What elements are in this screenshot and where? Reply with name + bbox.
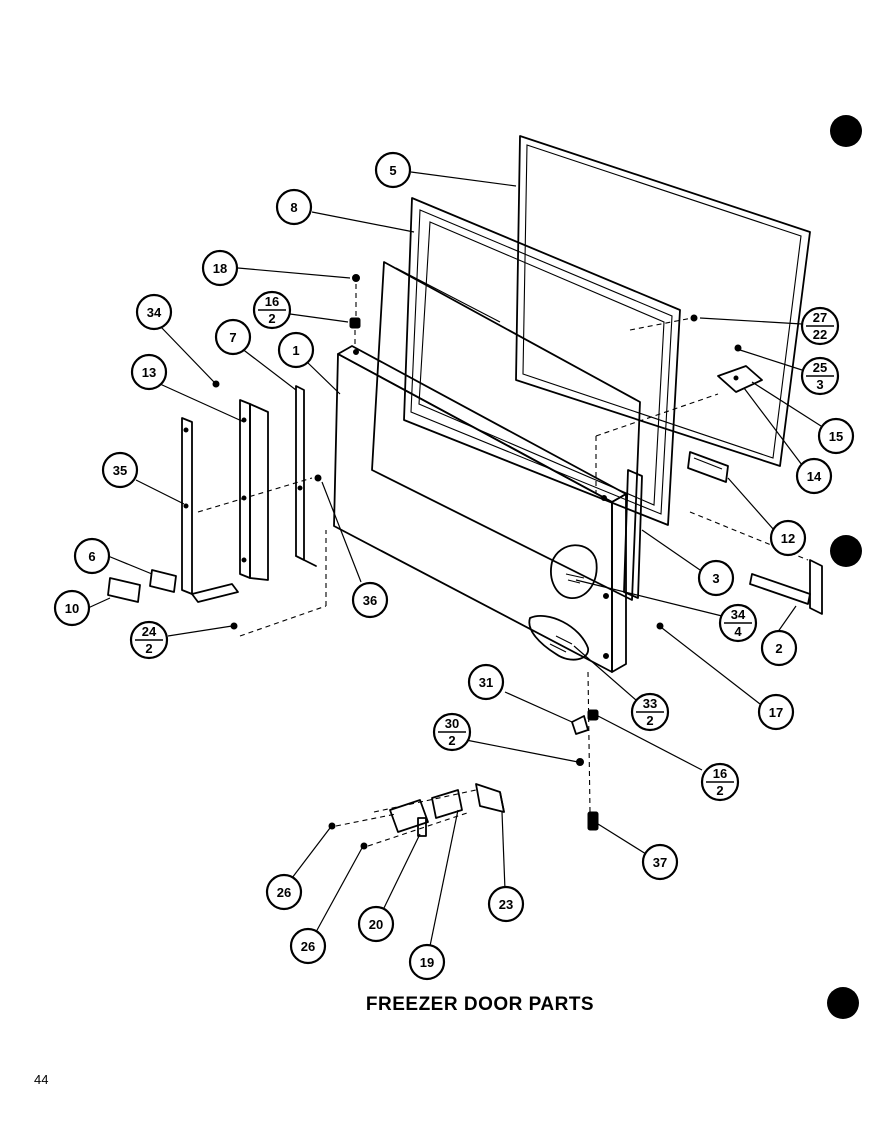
callout-34-4: 34 4 [718, 603, 758, 643]
callout-25-3: 25 3 [800, 356, 840, 396]
callout-23: 23 [487, 885, 525, 923]
callout-34-4-label: 34 [731, 607, 746, 622]
callout-24-2-qty: 2 [145, 641, 152, 656]
callout-33-2: 33 2 [630, 692, 670, 732]
binder-hole-middle [830, 535, 862, 567]
callout-30-2: 30 2 [432, 712, 472, 752]
callout-26-lower: 26 [289, 927, 327, 965]
callout-33-2-qty: 2 [646, 713, 653, 728]
callout-13-label: 13 [142, 365, 156, 380]
part-13-bracket [239, 399, 269, 581]
callout-16-2-lower-label: 16 [713, 766, 727, 781]
part-6-plate [149, 569, 177, 593]
callout-6-label: 6 [88, 549, 95, 564]
callout-35-label: 35 [113, 463, 127, 478]
callout-13: 13 [130, 353, 168, 391]
callout-12-label: 12 [781, 531, 795, 546]
callout-3-label: 3 [712, 571, 719, 586]
page-number: 44 [34, 1072, 49, 1087]
callout-7: 7 [214, 318, 252, 356]
part-2-hinge [749, 559, 823, 615]
part-34-clip [550, 544, 598, 599]
callout-26-left: 26 [265, 873, 303, 911]
callout-31-label: 31 [479, 675, 493, 690]
callout-25-3-qty: 3 [816, 377, 823, 392]
callout-34-4-qty: 4 [734, 624, 742, 639]
callout-33-2-label: 33 [643, 696, 657, 711]
callout-36-label: 36 [363, 593, 377, 608]
callout-16-2-lower-qty: 2 [716, 783, 723, 798]
callout-30-2-qty: 2 [448, 733, 455, 748]
binder-hole-top [830, 115, 862, 147]
part-5-panel [515, 135, 811, 467]
callout-3: 3 [697, 559, 735, 597]
callout-15: 15 [817, 417, 855, 455]
part-20-hinge-pin [389, 799, 429, 837]
callout-10-label: 10 [65, 601, 79, 616]
callout-1-label: 1 [292, 343, 299, 358]
callout-2-label: 2 [775, 641, 782, 656]
callout-24-2-label: 24 [142, 624, 157, 639]
callout-26-left-label: 26 [277, 885, 291, 900]
callout-5-label: 5 [389, 163, 396, 178]
hardware [212, 274, 742, 850]
part-8-gasket [403, 197, 681, 526]
part-12-rail [687, 451, 729, 483]
callout-17-label: 17 [769, 705, 783, 720]
part-23-bracket [475, 783, 505, 813]
callout-31: 31 [467, 663, 505, 701]
callout-12: 12 [769, 519, 807, 557]
callout-20: 20 [357, 905, 395, 943]
callout-2: 2 [760, 629, 798, 667]
callout-16-2-upper-label: 16 [265, 294, 279, 309]
callout-35: 35 [101, 451, 139, 489]
callout-8: 8 [275, 188, 313, 226]
callout-17: 17 [757, 693, 795, 731]
callout-36: 36 [351, 581, 389, 619]
leader-lines [87, 171, 822, 947]
callout-34-upper: 34 [135, 293, 173, 331]
callout-20-label: 20 [369, 917, 383, 932]
part-7-hinge-bar [295, 385, 317, 567]
callout-16-2-lower: 16 2 [700, 762, 740, 802]
diagram-title: FREEZER DOOR PARTS [365, 994, 595, 1015]
part-10-plate [107, 577, 141, 603]
callout-10: 10 [53, 589, 91, 627]
callout-15-label: 15 [829, 429, 843, 444]
callout-5: 5 [374, 151, 412, 189]
part-19-spacer [431, 789, 463, 819]
callout-16-2-upper-qty: 2 [268, 311, 275, 326]
callout-27-22: 27 22 [800, 306, 840, 346]
callout-27-22-label: 27 [813, 310, 827, 325]
part-35-bracket [181, 417, 239, 603]
callout-6: 6 [73, 537, 111, 575]
callout-18-label: 18 [213, 261, 227, 276]
callout-16-2-upper: 16 2 [252, 290, 292, 330]
part-3-liner [371, 261, 643, 601]
callout-37: 37 [641, 843, 679, 881]
callout-1: 1 [277, 331, 315, 369]
callout-18: 18 [201, 249, 239, 287]
callout-26-lower-label: 26 [301, 939, 315, 954]
callout-19: 19 [408, 943, 446, 981]
callout-19-label: 19 [420, 955, 434, 970]
callout-30-2-label: 30 [445, 716, 459, 731]
callout-34-upper-label: 34 [147, 305, 162, 320]
callout-7-label: 7 [229, 330, 236, 345]
callout-24-2: 24 2 [129, 620, 169, 660]
callout-37-label: 37 [653, 855, 667, 870]
binder-hole-bottom [827, 987, 859, 1019]
callout-23-label: 23 [499, 897, 513, 912]
callout-14-label: 14 [807, 469, 822, 484]
assembly-lines [197, 284, 809, 847]
callout-25-3-label: 25 [813, 360, 827, 375]
part-33-clip [528, 615, 589, 661]
callout-8-label: 8 [290, 200, 297, 215]
part-15-hinge-plate [717, 365, 763, 393]
part-1-door-panel [333, 345, 627, 673]
callout-14: 14 [795, 457, 833, 495]
callout-27-22-qty: 22 [813, 327, 827, 342]
